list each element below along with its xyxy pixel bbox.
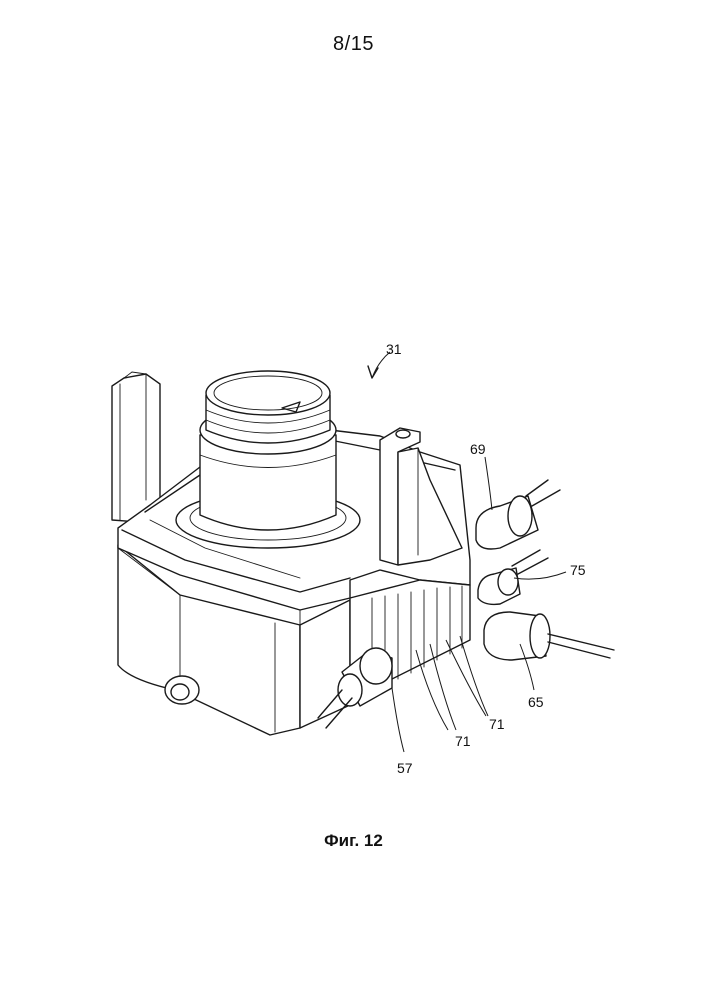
cylindrical-neck	[176, 371, 360, 548]
ref-31: 31	[386, 341, 402, 357]
ref-75: 75	[570, 562, 586, 578]
sensor-65	[484, 612, 614, 660]
sensor-75	[478, 550, 548, 604]
sensor-69	[476, 480, 560, 549]
ref-71-right: 71	[489, 716, 505, 732]
ref-71-left: 71	[455, 733, 471, 749]
ref-65: 65	[528, 694, 544, 710]
ref-69: 69	[470, 441, 486, 457]
ref-57: 57	[397, 760, 413, 776]
upright-fin	[112, 372, 160, 522]
figure-caption: Фиг. 12	[0, 831, 707, 851]
port-left	[165, 676, 199, 704]
